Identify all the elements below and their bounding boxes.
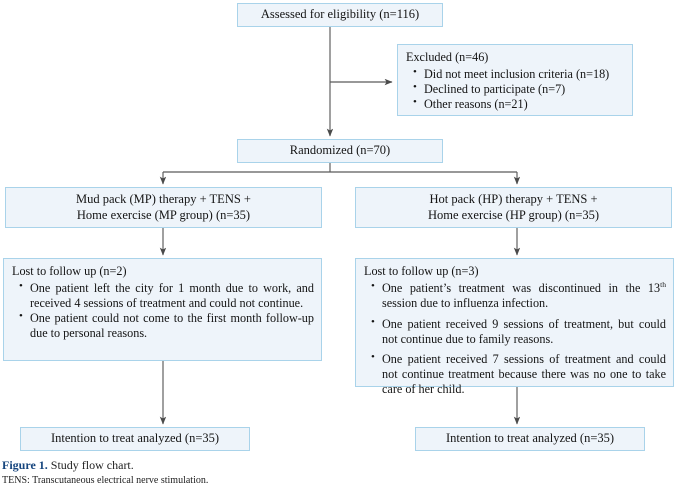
figure-number: Figure 1. [2, 458, 48, 472]
figure-caption-text: Study flow chart. [47, 458, 134, 472]
node-lost-mp-header: Lost to follow up (n=2) [12, 264, 127, 278]
ordinal-suffix: th [660, 279, 666, 289]
list-item: One patient could not come to the first … [19, 310, 314, 341]
list-item: One patient’s treatment was discontinued… [371, 279, 666, 311]
list-item-pre: One patient received 9 sessions of treat… [382, 316, 666, 346]
node-lost-to-follow-up-hp: Lost to follow up (n=3) One patient’s tr… [355, 258, 674, 396]
list-item: Did not meet inclusion criteria (n=18) [413, 66, 625, 82]
node-assessed-for-eligibility: Assessed for eligibility (n=116) [237, 3, 443, 27]
node-lost-to-follow-up-mp: Lost to follow up (n=2) One patient left… [3, 258, 322, 361]
node-lost-hp-header: Lost to follow up (n=3) [364, 264, 479, 278]
node-mud-pack-line1: Mud pack (MP) therapy + TENS + [76, 192, 251, 207]
figure-caption: Figure 1. Study flow chart. [2, 458, 134, 473]
node-assessed-label: Assessed for eligibility (n=116) [260, 7, 420, 22]
node-mud-pack-group: Mud pack (MP) therapy + TENS + Home exer… [5, 187, 322, 228]
node-randomized: Randomized (n=70) [237, 139, 443, 163]
node-lost-mp-list: One patient left the city for 1 month du… [12, 280, 314, 341]
node-itt-hp-label: Intention to treat analyzed (n=35) [445, 431, 615, 446]
node-hot-pack-line1: Hot pack (HP) therapy + TENS + [429, 192, 598, 207]
node-excluded-header: Excluded (n=46) [406, 50, 489, 64]
node-hot-pack-line2: Home exercise (HP group) (n=35) [427, 207, 600, 222]
node-itt-mp-label: Intention to treat analyzed (n=35) [50, 431, 220, 446]
node-hot-pack-text: Hot pack (HP) therapy + TENS + Home exer… [428, 192, 599, 223]
node-lost-hp-list: One patient’s treatment was discontinued… [364, 279, 666, 397]
node-randomized-label: Randomized (n=70) [289, 143, 391, 158]
figure-footnote: TENS: Transcutaneous electrical nerve st… [2, 475, 209, 486]
node-mud-pack-line2: Home exercise (MP group) (n=35) [76, 207, 251, 222]
node-intention-to-treat-hp: Intention to treat analyzed (n=35) [415, 427, 645, 451]
list-item-post: session due to influenza infection. [382, 295, 549, 310]
node-excluded-list: Did not meet inclusion criteria (n=18) D… [406, 66, 625, 112]
list-item: One patient received 9 sessions of treat… [371, 316, 666, 347]
list-item: One patient left the city for 1 month du… [19, 280, 314, 311]
node-hot-pack-group: Hot pack (HP) therapy + TENS + Home exer… [355, 187, 672, 228]
list-item-pre: One patient received 7 sessions of treat… [382, 352, 666, 397]
node-mud-pack-text: Mud pack (MP) therapy + TENS + Home exer… [76, 192, 251, 223]
list-item: Other reasons (n=21) [413, 96, 625, 112]
list-item-pre: One patient’s treatment was discontinued… [382, 280, 661, 295]
list-item: Declined to participate (n=7) [413, 81, 625, 97]
node-intention-to-treat-mp: Intention to treat analyzed (n=35) [20, 427, 250, 451]
list-item: One patient received 7 sessions of treat… [371, 351, 666, 397]
node-excluded: Excluded (n=46) Did not meet inclusion c… [397, 44, 633, 116]
